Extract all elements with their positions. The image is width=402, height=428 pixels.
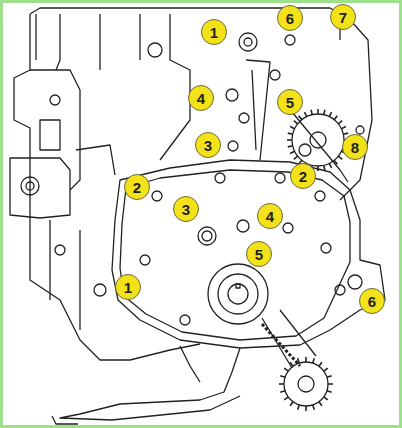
- callout-circle: 3: [173, 196, 199, 222]
- sprocket-tooth: [329, 163, 331, 168]
- sprocket-tooth: [319, 362, 322, 366]
- callout-number: 1: [210, 25, 218, 40]
- callout-number: 4: [197, 91, 205, 106]
- sprocket-tooth: [305, 357, 307, 362]
- sprocket-tooth: [288, 146, 293, 147]
- sprocket-tooth: [305, 112, 307, 117]
- callout-number: 6: [286, 11, 294, 26]
- callout-circle: 6: [277, 5, 303, 31]
- sprocket-tooth: [343, 133, 348, 134]
- sprocket-tooth: [290, 127, 295, 129]
- sprocket-tooth: [290, 151, 295, 153]
- sprocket-tooth: [341, 127, 346, 129]
- callout-circle: 5: [246, 241, 272, 267]
- sprocket-tooth: [327, 376, 332, 378]
- callout-number: 1: [124, 280, 132, 295]
- callout-circle: 4: [257, 203, 283, 229]
- callout-circle: 8: [342, 134, 368, 160]
- sprocket-tooth: [317, 109, 319, 114]
- callout-number: 2: [133, 180, 141, 195]
- sprocket-tooth: [305, 406, 307, 411]
- callout-number: 6: [368, 294, 376, 309]
- sprocket-tooth: [319, 402, 322, 406]
- sprocket-tooth: [279, 383, 284, 385]
- sprocket-tooth: [311, 110, 312, 115]
- callout-number: 4: [266, 209, 274, 224]
- sprocket-tooth: [338, 156, 342, 159]
- callout-number: 5: [286, 95, 294, 110]
- sprocket-tooth: [284, 368, 288, 371]
- callout-circle: 2: [290, 163, 316, 189]
- sprocket-tooth: [334, 160, 337, 164]
- sprocket-tooth: [290, 362, 293, 366]
- callout-number: 3: [182, 202, 190, 217]
- sprocket-tooth: [329, 112, 331, 117]
- sprocket-tooth: [287, 139, 292, 141]
- callout-circle: 5: [277, 89, 303, 115]
- sprocket-tooth: [313, 358, 315, 363]
- sprocket-tooth: [290, 402, 293, 406]
- sprocket-tooth: [338, 121, 342, 124]
- callout-number: 8: [351, 140, 359, 155]
- callout-circle: 6: [359, 288, 385, 314]
- sprocket-tooth: [327, 391, 332, 393]
- sprocket-tooth: [284, 397, 288, 400]
- sprocket-tooth: [313, 405, 315, 410]
- sprocket-tooth: [298, 405, 300, 410]
- callout-number: 2: [299, 169, 307, 184]
- sprocket-tooth: [324, 165, 325, 170]
- sprocket-tooth: [280, 391, 285, 393]
- sprocket-tooth: [328, 383, 333, 385]
- sprocket-tooth: [324, 368, 328, 371]
- sprocket-tooth: [299, 116, 302, 120]
- callout-circle: 3: [195, 132, 221, 158]
- callout-circle: 1: [115, 274, 141, 300]
- callout-circle: 2: [124, 174, 150, 200]
- sprocket-tooth: [280, 376, 285, 378]
- callout-number: 7: [339, 10, 347, 25]
- sprocket-tooth: [334, 116, 337, 120]
- callout-circle: 1: [201, 19, 227, 45]
- callout-circle: 4: [188, 85, 214, 111]
- sprocket-tooth: [294, 121, 298, 124]
- sprocket-tooth: [294, 156, 298, 159]
- callout-number: 3: [204, 138, 212, 153]
- callout-circle: 7: [330, 4, 356, 30]
- sprocket-tooth: [324, 110, 325, 115]
- sprocket-tooth: [324, 397, 328, 400]
- callout-number: 5: [255, 247, 263, 262]
- sprocket-tooth: [288, 133, 293, 134]
